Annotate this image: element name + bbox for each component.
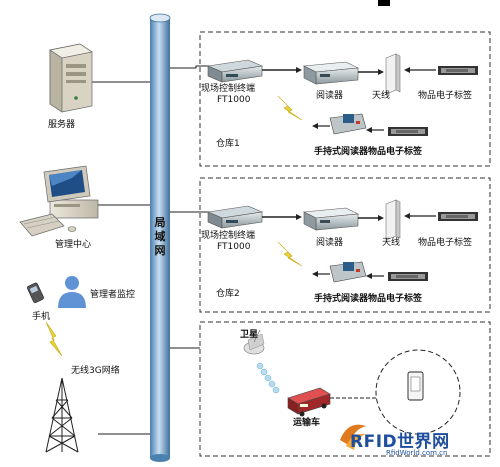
lan-label: 局域网 — [154, 216, 166, 257]
antenna-2-icon — [385, 199, 401, 241]
lightning-w1-icon — [277, 95, 303, 121]
rfid-world-logo-icon — [340, 424, 366, 450]
reader-2-label: 阅读器 — [316, 238, 344, 248]
reader-1-label: 阅读器 — [316, 91, 344, 101]
antenna-1-label: 天线 — [372, 91, 391, 101]
warehouse-2-label: 仓库2 — [216, 289, 240, 299]
person-icon — [58, 276, 86, 308]
lightning-w2-icon — [277, 241, 303, 267]
phone-icon — [27, 282, 44, 303]
antenna-1-icon — [385, 53, 401, 95]
manager-monitor-label: 管理者监控 — [90, 290, 136, 300]
tag-1-label: 物品电子标签 — [418, 91, 473, 101]
handheld-2-label: 手持式阅读器物品电子标签 — [314, 294, 423, 304]
lightning-3g-icon — [45, 321, 63, 357]
satellite-beam — [256, 362, 280, 394]
ft-terminal-2-icon — [206, 205, 264, 229]
phone-label: 手机 — [32, 312, 51, 322]
left-connections — [92, 81, 150, 435]
mobile-device-icon — [407, 371, 424, 401]
rfid-tag-1b-icon — [388, 127, 428, 136]
handheld-1-label: 手持式阅读器物品电子标签 — [314, 147, 423, 157]
coverage-circle — [375, 349, 461, 435]
reader-2-icon — [302, 207, 360, 231]
warehouse-boxes — [199, 31, 491, 457]
tag-2-label: 物品电子标签 — [418, 238, 473, 248]
ft-terminal-2-label: 现场控制终端 — [201, 231, 256, 241]
rfid-tag-1-icon — [438, 66, 478, 75]
reader-1-icon — [302, 61, 360, 85]
server-icon — [49, 43, 93, 113]
logo-brand: RFID世界网 — [350, 432, 450, 452]
wireless-3g-label: 无线3G网络 — [71, 366, 120, 376]
pc-icon — [19, 165, 99, 237]
ft-model-2-label: FT1000 — [217, 242, 251, 252]
logo-site: RfidWorld.com.cn — [386, 449, 448, 457]
truck-label: 运输车 — [293, 418, 321, 428]
warehouse-1-label: 仓库1 — [216, 139, 240, 149]
mgmt-center-label: 管理中心 — [55, 240, 92, 250]
clipped-top-mark — [378, 0, 390, 6]
antenna-2-label: 天线 — [382, 238, 401, 248]
rfid-tag-2b-icon — [388, 272, 428, 281]
ft-terminal-1-icon — [206, 59, 264, 83]
ft-model-1-label: FT1000 — [217, 95, 251, 105]
tower-icon — [45, 377, 79, 453]
right-connections — [170, 65, 210, 349]
rfid-tag-2-icon — [438, 212, 478, 221]
truck-icon — [287, 387, 331, 417]
ft-terminal-1-label: 现场控制终端 — [201, 84, 256, 94]
handheld-reader-1-icon — [329, 113, 367, 135]
handheld-reader-2-icon — [329, 261, 367, 283]
satellite-label: 卫星 — [240, 330, 259, 340]
server-label: 服务器 — [48, 120, 76, 130]
satellite-icon — [243, 329, 265, 355]
rfid-world-logo: RFID世界网 RfidWorld.com.cn — [350, 427, 450, 457]
lan-backbone — [149, 13, 171, 462]
